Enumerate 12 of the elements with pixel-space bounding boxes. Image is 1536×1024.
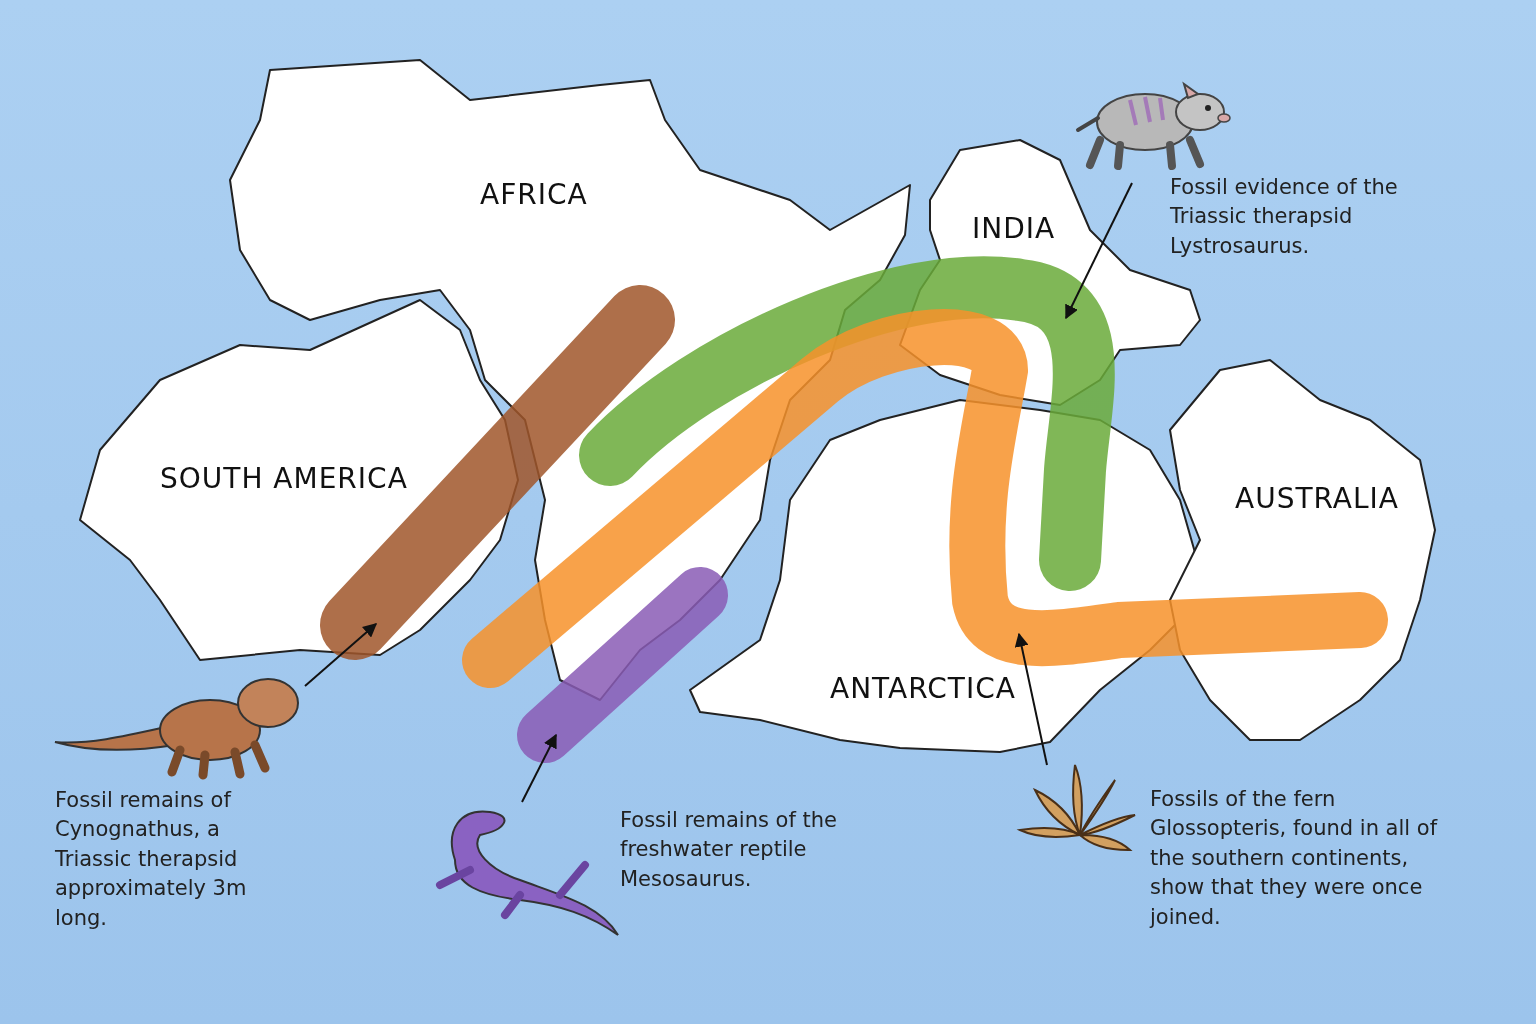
fossil-caption: Fossils of the fern Glossopteris, found in all of the southern continents, show that they were once joined. [1150, 786, 1439, 931]
continent-label: AUSTRALIA [1235, 482, 1399, 515]
continent-label: AFRICA [480, 178, 588, 211]
leader-arrow [304, 623, 378, 687]
fossil-caption: Fossil evidence of the Triassic therapsid Lystrosaurus. [1170, 174, 1399, 260]
leader-arrow [1065, 182, 1133, 320]
fossil-caption: Fossil remains of the freshwater reptile Mesosaurus. [620, 807, 838, 893]
fossil-caption: Fossil remains of Cynognathus, a Triassic therapsid approximately 3m long. [55, 787, 248, 932]
continent-label: INDIA [972, 212, 1056, 245]
leader-arrow [521, 733, 557, 803]
continent-label: SOUTH AMERICA [160, 462, 408, 495]
continent-label: ANTARCTICA [830, 672, 1016, 705]
